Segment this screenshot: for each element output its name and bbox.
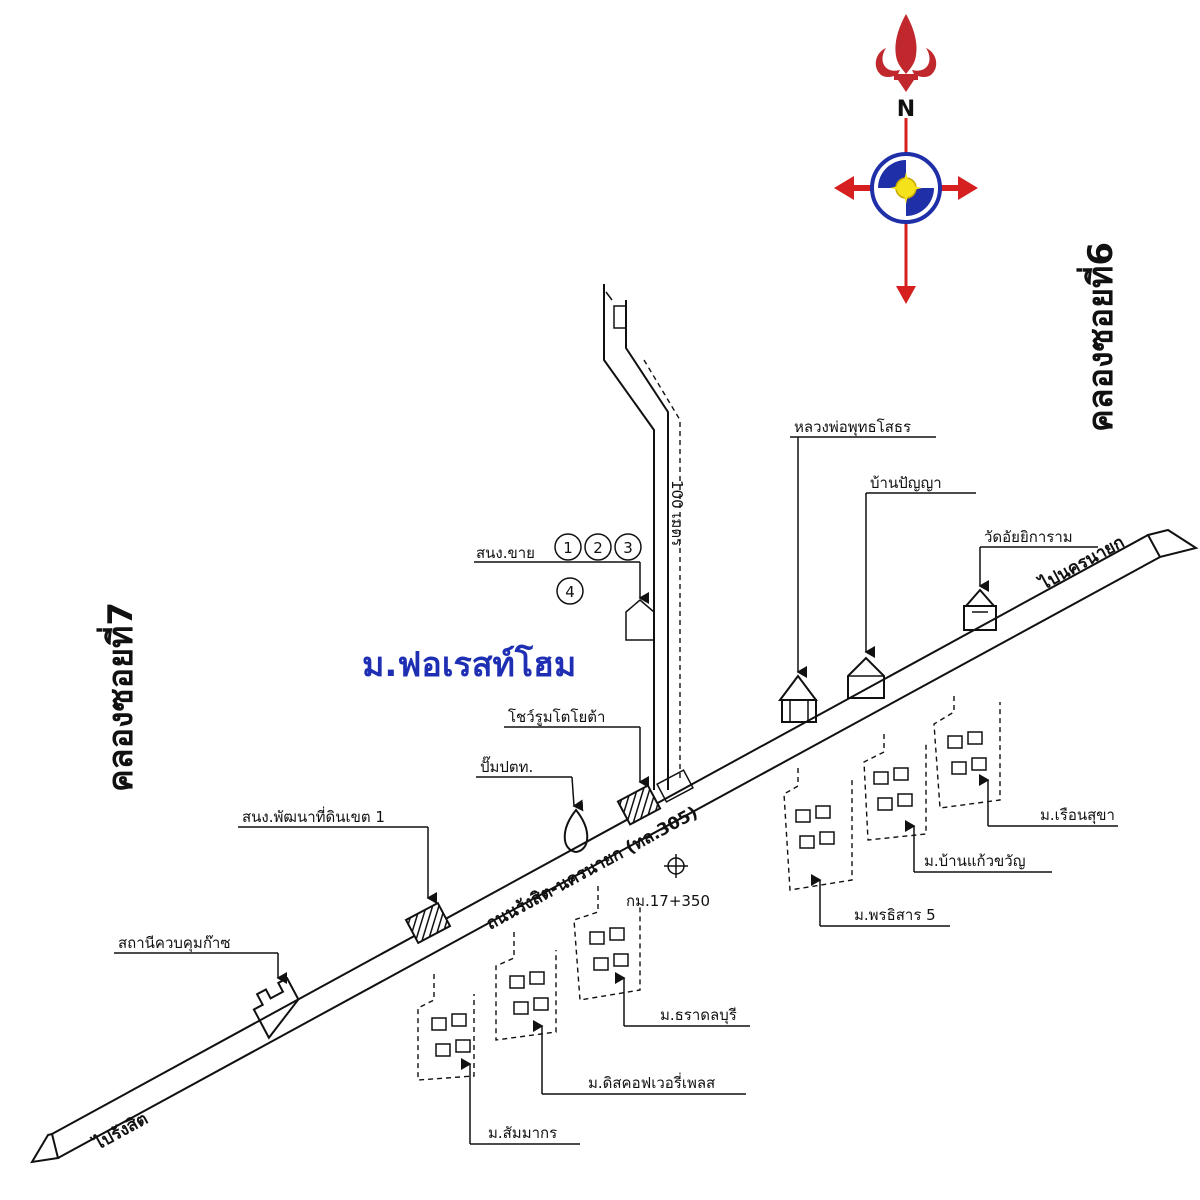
- power-number-4: 4: [565, 583, 575, 601]
- wat-aiyikaram-label: วัดอัยยิการาม: [984, 528, 1073, 546]
- village-ruean-sukha-label: ม.เรือนสุขา: [1040, 806, 1115, 825]
- office-number-2: 2: [593, 539, 603, 557]
- village-discovery-place: ม.ดิสคอฟเวอรี่เพลส: [495, 932, 746, 1095]
- canal-right-label: คลองซอยที่6: [1076, 242, 1121, 432]
- arrow-to-rangsit-icon: [30, 1132, 60, 1164]
- village-tharadol-buri-label: ม.ธราดลบุรี: [660, 1006, 737, 1025]
- village-pornthisan-5: ม.พรธิสาร 5: [783, 768, 950, 927]
- canal-left-label: คลองซอยที่7: [96, 602, 141, 792]
- village-title: ม.ฟอเรสท์โฮม: [362, 644, 576, 685]
- land-development-office: สนง.พัฒนาที่ดินเขต 1: [238, 806, 452, 945]
- ban-panya-label: บ้านปัญญา: [870, 474, 942, 492]
- arrow-to-nakhon-nayok-icon: [1146, 528, 1199, 559]
- luang-pho-shrine: หลวงพ่อพุทธโสธร: [778, 418, 936, 723]
- compass-north-label: N: [897, 97, 915, 122]
- luang-pho-shrine-label: หลวงพ่อพุทธโสธร: [794, 418, 911, 437]
- office-number-3: 3: [623, 539, 633, 557]
- village-ban-kaew-khwan: ม.บ้านแก้วขวัญ: [863, 734, 1052, 873]
- village-discovery-place-label: ม.ดิสคอฟเวอรี่เพลส: [588, 1072, 715, 1092]
- village-sammakorn: ม.สัมมากร: [417, 974, 580, 1145]
- village-pornthisan-5-label: ม.พรธิสาร 5: [854, 906, 936, 924]
- gas-sales-office-label: สนง.ขาย: [476, 544, 535, 562]
- gas-control-station-label: สถานีควบคุมก๊าซ: [118, 934, 231, 953]
- gas-sales-office: สนง.ขาย 1 2 3 4: [474, 533, 655, 641]
- toyota-showroom: โชว์รูมโตโยต้า: [504, 708, 662, 826]
- village-ban-kaew-khwan-label: ม.บ้านแก้วขวัญ: [924, 852, 1025, 870]
- village-ruean-sukha: ม.เรือนสุขา: [933, 696, 1118, 827]
- land-development-office-label: สนง.พัฒนาที่ดินเขต 1: [242, 806, 385, 826]
- km-marker: กม.17+350: [626, 854, 710, 910]
- ban-panya: บ้านปัญญา: [847, 474, 976, 699]
- office-number-1: 1: [563, 539, 573, 557]
- wat-aiyikaram: วัดอัยยิการาม: [963, 528, 1098, 631]
- compass: N: [834, 14, 978, 304]
- gas-control-station: สถานีควบคุมก๊าซ: [114, 934, 300, 1040]
- village-tharadol-buri: ม.ธราดลบุรี: [573, 886, 750, 1027]
- fleur-de-lis-icon: [875, 14, 937, 92]
- access-road: 100 เมตร: [603, 284, 694, 803]
- km-marker-label: กม.17+350: [626, 892, 710, 910]
- road-to-west-label: ไปรังสิต: [89, 1108, 152, 1155]
- main-road: ไปรังสิต ไปนครนายก ถนนรังสิต-นครนายก (ทล…: [30, 528, 1199, 1164]
- village-sammakorn-label: ม.สัมมากร: [488, 1124, 557, 1142]
- distance-label: 100 เมตร: [668, 480, 686, 546]
- ptt-station: ปั๊มปตท.: [476, 756, 589, 854]
- ptt-station-label: ปั๊มปตท.: [480, 756, 533, 776]
- toyota-showroom-label: โชว์รูมโตโยต้า: [508, 708, 605, 726]
